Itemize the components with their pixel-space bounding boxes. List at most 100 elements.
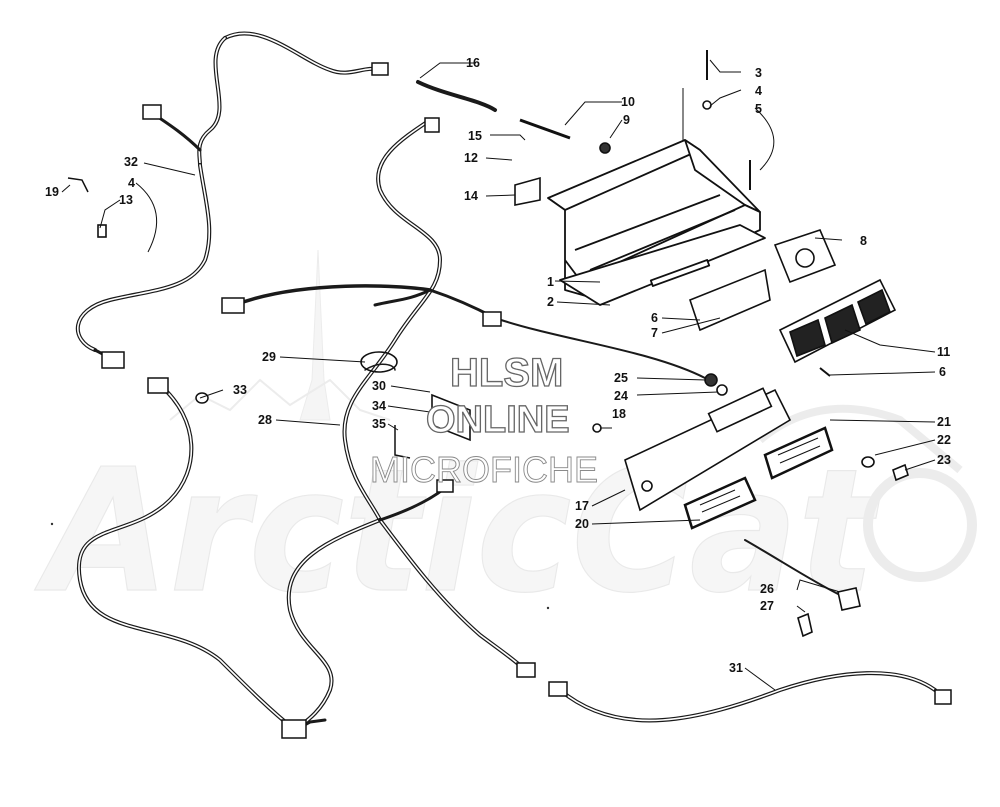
callout-12: 12 [464,151,478,165]
cable-26 [744,539,841,596]
callout-33: 33 [233,383,247,397]
part-9 [599,142,611,154]
face-plate-window [707,387,773,433]
clip-13 [97,224,107,238]
callout-20: 20 [575,517,589,531]
connector-lower-center [516,662,536,678]
callout-18: 18 [612,407,626,421]
harness-28 [233,118,527,732]
part-22 [861,456,875,468]
callout-26: 26 [760,582,774,596]
watermark-online: ONLINE [426,399,570,441]
callout-27: 27 [760,599,774,613]
pad-7 [689,268,771,332]
connector-mid-right [482,311,502,327]
callout-19: 19 [45,185,59,199]
console-housing [547,139,766,306]
nut-25 [704,373,718,387]
connector-32-bottom [101,351,125,369]
callout-11: 11 [937,345,950,359]
housing-bottom-plate [559,224,766,306]
callout-4-left: 4 [128,176,135,190]
callout-28: 28 [258,413,272,427]
washer-24 [716,384,728,396]
speck [50,522,54,526]
housing-right-wall [684,139,761,213]
callout-32: 32 [124,155,138,169]
callout-29: 29 [262,350,276,364]
connector-top-right [371,62,389,76]
callout-10: 10 [621,95,635,109]
watermark-brand-text: ArcticCat [34,433,881,631]
console-parts [67,50,909,638]
hlsm-watermark: HLSM ONLINE MICROFICHE [370,350,599,490]
connector-31-left [548,681,568,697]
callout-6-upper: 6 [651,311,658,325]
watermark-wheel [863,468,977,582]
bracket-19 [67,177,89,193]
callout-labels: 16 10 9 15 12 14 3 4 5 8 1 2 6 7 11 6 25… [45,56,951,675]
face-plate-17 [624,387,792,512]
callout-21: 21 [937,415,951,429]
washer-4 [702,100,712,110]
connector-top-center [424,117,440,133]
part-23 [892,463,909,482]
callout-30: 30 [372,379,386,393]
callout-16: 16 [466,56,480,70]
connector-31-right [934,689,952,705]
harness-31 [558,671,951,723]
connector-mid [221,297,245,314]
lens-panel-11 [778,278,897,364]
key-27 [797,612,813,638]
callout-35: 35 [372,417,386,431]
callout-5: 5 [755,102,762,116]
sensor-10 [519,118,571,140]
screw-6 [819,367,831,377]
bracket-14 [514,176,541,206]
callout-4-right: 4 [755,84,762,98]
connector-32-top [142,104,162,120]
callout-25: 25 [614,371,628,385]
screw-18 [592,423,602,433]
callout-15: 15 [468,129,482,143]
housing-inner-lines [574,194,736,271]
face-plate-hole [641,480,653,492]
callout-14: 14 [464,189,478,203]
wiring-harnesses [75,31,951,732]
switch-26 [837,587,861,611]
callout-34: 34 [372,399,386,413]
connector-left-mid [147,377,169,394]
connectors [101,62,952,739]
callout-6-lower: 6 [939,365,946,379]
callout-7: 7 [651,326,658,340]
watermark-tower [299,249,331,421]
sensor-30 [431,393,471,442]
callout-24: 24 [614,389,628,403]
callout-23: 23 [937,453,951,467]
brand-watermark: ArcticCat [33,249,977,632]
callout-31: 31 [729,661,743,675]
connector-lower-left [281,719,307,739]
cable-16 [416,80,497,112]
watermark-microfiche: MICROFICHE [370,449,598,490]
speck [546,606,550,610]
housing-slot [649,259,711,287]
callout-8: 8 [860,234,867,248]
callout-22: 22 [937,433,951,447]
callout-3: 3 [755,66,762,80]
callout-9: 9 [623,113,630,127]
callout-1: 1 [547,275,554,289]
connector-30-plug [436,479,454,493]
leader-lines [61,59,936,691]
watermark-hlsm: HLSM [450,351,563,395]
callout-13: 13 [119,193,133,207]
housing-back-wall [547,139,701,211]
gauge-8-dial [795,248,815,268]
decal-21 [763,426,834,480]
harness-lead-25 [494,317,706,379]
wires-35 [394,425,411,459]
callout-2: 2 [547,295,554,309]
callout-17: 17 [575,499,589,513]
